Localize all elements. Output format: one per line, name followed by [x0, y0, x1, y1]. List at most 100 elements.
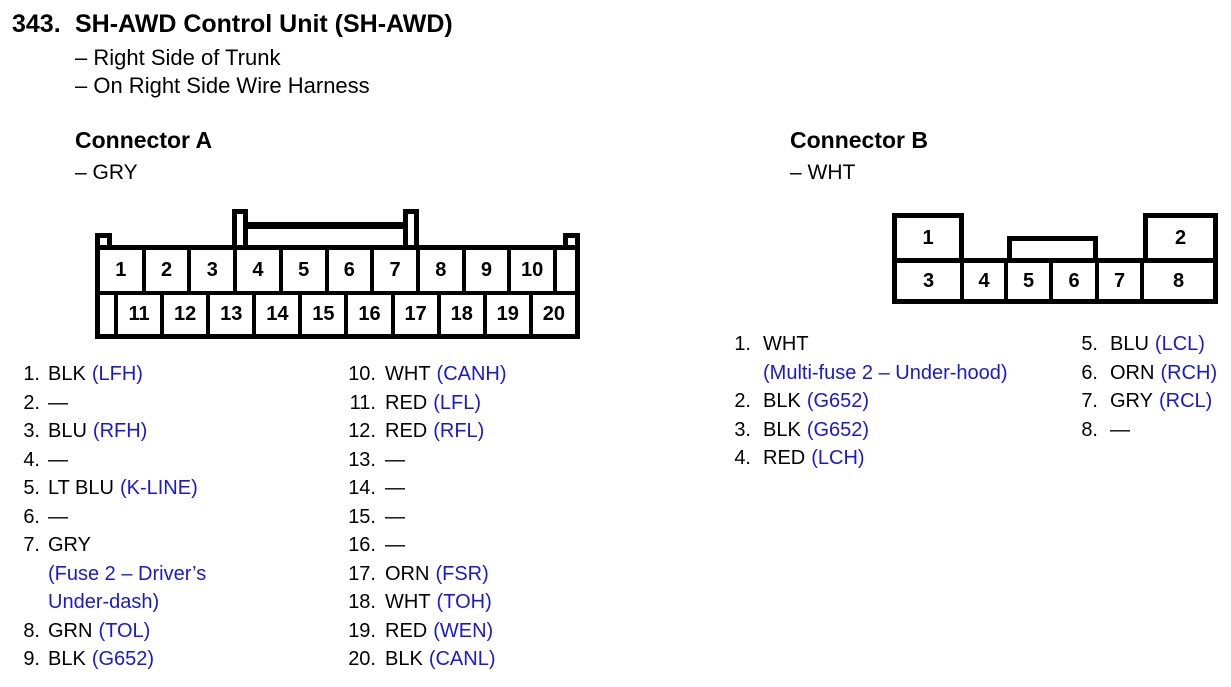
pin-row: 9. BLK(G652) [16, 645, 206, 674]
section-title: 343. SH-AWD Control Unit (SH-AWD) [12, 10, 453, 38]
pin-row: 3. BLK(G652) [729, 416, 1008, 445]
pin-cell: 6 [1053, 263, 1099, 299]
wire-color: BLK [48, 363, 86, 385]
pin-cell: 13 [210, 295, 257, 334]
wire-color: — [48, 391, 68, 414]
pin-cell: 14 [256, 295, 303, 334]
pin-description: BLK(G652) [48, 645, 154, 674]
location-note: – On Right Side Wire Harness [75, 73, 370, 98]
pin-number: 7. [1081, 390, 1098, 412]
wire-color: RED [763, 447, 806, 469]
pin-number: 5. [1081, 333, 1098, 355]
pin-number: 4. [23, 448, 40, 471]
signal-code: (LFL) [433, 391, 482, 414]
connector-a-pin-list-right: 10. WHT(CANH) 11. RED(LFL) 12. RED(RFL) [345, 360, 507, 674]
pin-description: BLK(LFH) [48, 360, 143, 389]
connector-b-housing-color: – WHT [790, 161, 856, 184]
wire-color: WHT [385, 363, 431, 385]
pin-number: 2. [734, 390, 751, 412]
wire-color: — [385, 477, 405, 499]
connector-a-corner-tab [95, 233, 112, 250]
signal-code: (LCH) [811, 447, 865, 469]
wire-color: BLK [763, 390, 801, 412]
pin-number: 18. [348, 591, 376, 613]
pin-description: BLU(LCL) [1110, 330, 1205, 359]
wire-color: BLK [385, 648, 423, 670]
pin-cell: 2 [145, 250, 192, 291]
signal-code: (CANH) [436, 363, 507, 385]
signal-code-note: (Multi-fuse 2 – Under-hood) [763, 361, 1008, 384]
wire-color: WHT [385, 591, 431, 613]
pin-description: WHT(CANH) [385, 360, 507, 389]
pin-row: 5. LT BLU(K-LINE) [16, 474, 206, 503]
signal-code: (RCH) [1160, 361, 1218, 384]
wire-color: RED [385, 420, 428, 442]
connector-a-housing-color: – GRY [75, 161, 138, 184]
wire-color: ORN [1110, 361, 1155, 384]
pin-number: 1. [23, 363, 40, 385]
signal-code: (G652) [806, 418, 870, 441]
pin-row: 16. — [345, 531, 507, 560]
pin-description: — [385, 446, 405, 475]
pin-number: 9. [23, 648, 40, 670]
pin-number: 10. [348, 363, 376, 385]
pin-row: 4. RED(LCH) [729, 444, 1008, 473]
connector-a-keyway [557, 250, 575, 291]
signal-code: (WEN) [433, 619, 494, 642]
pin-cell: 11 [118, 295, 165, 334]
pin-cell: 9 [465, 250, 512, 291]
pin-description: GRY (Fuse 2 – Driver’s Under-dash) [48, 531, 206, 617]
pin-description: GRY(RCL) [1110, 387, 1212, 416]
pin-cell: 4 [237, 250, 283, 291]
signal-code-note: (Fuse 2 – Driver’s Under-dash) [48, 562, 207, 614]
pin-cell: 8 [1144, 263, 1213, 299]
pin-description: RED(LFL) [385, 389, 481, 418]
pin-number: 13. [348, 448, 376, 471]
pin-description: — [48, 389, 68, 418]
wire-color: — [385, 534, 405, 556]
pin-row: 8. — [1076, 416, 1217, 445]
wire-color: BLU [48, 420, 87, 442]
signal-code: (CANL) [428, 648, 496, 670]
connector-b-pin-list-right: 5. BLU(LCL) 6. ORN(RCH) 7. GRY(RCL) 8. [1076, 330, 1217, 444]
pin-cell: 12 [164, 295, 211, 334]
pin-description: RED(RFL) [385, 417, 484, 446]
pin-cell: 1 [100, 250, 146, 291]
pin-description: — [48, 503, 68, 532]
pin-cell: 3 [897, 263, 964, 299]
pin-number: 15. [348, 505, 376, 528]
pin-cell: 7 [1099, 263, 1144, 299]
wire-color: BLK [48, 648, 86, 670]
pin-row: 13. — [345, 446, 507, 475]
pin-cell: 5 [282, 250, 329, 291]
pin-description: RED(LCH) [763, 444, 865, 473]
pin-number: 2. [23, 391, 40, 414]
pin-number: 16. [348, 534, 376, 556]
pin-description: GRN(TOL) [48, 617, 150, 646]
pin-description: BLK(G652) [763, 416, 869, 445]
pin-row: 2. BLK(G652) [729, 387, 1008, 416]
signal-code: (K-LINE) [119, 477, 198, 499]
pin-description: BLK(G652) [763, 387, 869, 416]
signal-code: (TOH) [436, 591, 492, 613]
pin-row: 5. BLU(LCL) [1076, 330, 1217, 359]
pin-number: 17. [348, 562, 376, 585]
wire-color: GRY [48, 534, 91, 556]
pin-number: 19. [348, 619, 376, 642]
pin-row: 15. — [345, 503, 507, 532]
pin-row: 19. RED(WEN) [345, 617, 507, 646]
pin-row: 4. — [16, 446, 206, 475]
signal-code: (FSR) [435, 562, 489, 585]
pin-row: 8. GRN(TOL) [16, 617, 206, 646]
wire-color: WHT [763, 333, 809, 355]
connector-a-heading: Connector A [75, 127, 213, 153]
pin-description: BLU(RFH) [48, 417, 147, 446]
pin-cell: 10 [511, 250, 558, 291]
pin-row: 12. RED(RFL) [345, 417, 507, 446]
pin-row: 11. RED(LFL) [345, 389, 507, 418]
pin-row: 17. ORN(FSR) [345, 560, 507, 589]
